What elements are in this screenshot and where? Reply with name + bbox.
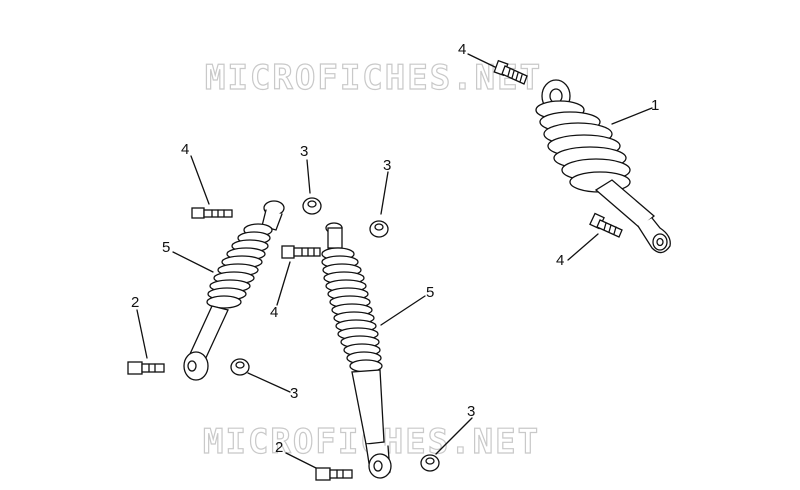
leader-line <box>247 372 291 393</box>
callout-3-a: 3 <box>300 143 309 160</box>
callout-5-mid: 5 <box>426 284 435 301</box>
bolt-top-right <box>493 59 528 85</box>
nut-d <box>420 454 440 472</box>
nut-a <box>302 197 322 215</box>
bolt-bottom <box>315 467 353 481</box>
leader-line <box>285 452 321 471</box>
callout-3-d: 3 <box>467 403 476 420</box>
callout-3-c: 3 <box>290 385 299 402</box>
shock-absorber-left <box>183 200 285 381</box>
callout-3-b: 3 <box>383 157 392 174</box>
callout-4-top-right: 4 <box>458 41 467 58</box>
leader-line <box>380 171 389 215</box>
leader-line <box>435 417 473 455</box>
callout-5-left: 5 <box>162 239 171 256</box>
leader-line <box>172 251 214 273</box>
shock-absorber-middle <box>321 222 392 479</box>
leader-line <box>467 53 498 69</box>
leader-line <box>306 159 311 194</box>
shock-absorber-top-right <box>535 79 671 254</box>
leader-line <box>380 295 426 326</box>
bolt-left-lower <box>127 361 165 375</box>
nut-b <box>369 220 389 238</box>
callout-2-left: 2 <box>131 294 140 311</box>
nut-c <box>230 358 250 376</box>
bolt-middle <box>281 245 321 259</box>
leader-line <box>276 261 291 306</box>
bolt-right-lower <box>589 212 623 238</box>
callout-4-left: 4 <box>181 141 190 158</box>
callout-2-bottom: 2 <box>275 439 284 456</box>
leader-line <box>611 107 653 125</box>
callout-4-right: 4 <box>556 252 565 269</box>
callout-4-mid: 4 <box>270 304 279 321</box>
watermark-top: MICROFICHES.NET <box>204 57 543 98</box>
leader-line <box>190 155 210 205</box>
bolt-left <box>191 207 233 219</box>
callout-1: 1 <box>651 97 660 114</box>
leader-line <box>136 309 148 359</box>
leader-line <box>567 233 599 261</box>
